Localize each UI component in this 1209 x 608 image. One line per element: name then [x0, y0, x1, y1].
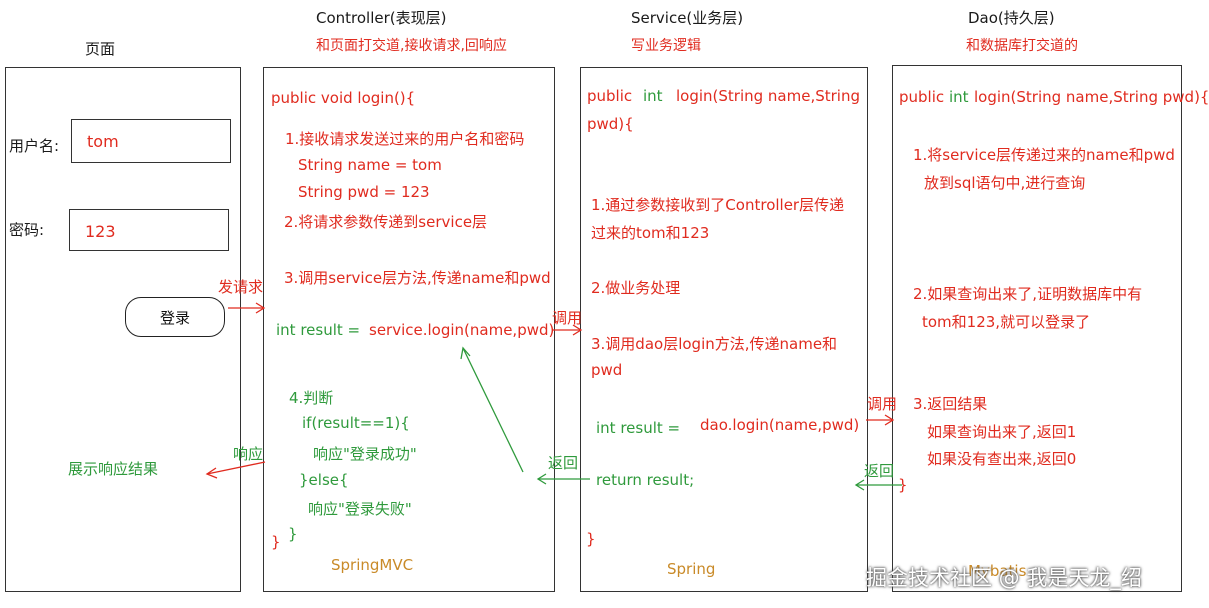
login-button[interactable]: 登录: [125, 297, 225, 337]
dao-return-0: 如果没有查出来,返回0: [927, 450, 1077, 468]
send-request-arrow: [228, 302, 266, 314]
service-framework: Spring: [667, 560, 716, 578]
controller-if-line: if(result==1){: [302, 414, 410, 432]
call-dao-arrow: [866, 414, 895, 426]
page-layer-title: 页面: [85, 40, 116, 58]
service-signature-int: int: [643, 87, 663, 105]
call-service-label: 调用: [552, 309, 583, 327]
dao-layer-title: Dao(持久层): [968, 9, 1055, 27]
dao-step-2b: tom和123,就可以登录了: [922, 313, 1091, 331]
send-request-label: 发请求: [218, 278, 264, 296]
service-return-line: return result;: [596, 471, 695, 489]
dao-return-1: 如果查询出来了,返回1: [927, 423, 1077, 441]
service-signature-end: pwd){: [587, 115, 634, 133]
controller-close: }: [271, 533, 281, 551]
service-layer-subtitle: 写业务逻辑: [631, 38, 701, 54]
password-label: 密码:: [9, 221, 45, 239]
service-step-2: 2.做业务处理: [591, 279, 681, 297]
controller-result-var: int result =: [276, 321, 361, 339]
service-box: [580, 67, 868, 592]
controller-name-line: String name = tom: [298, 156, 442, 174]
dao-step-3: 3.返回结果: [913, 395, 988, 413]
call-dao-label: 调用: [867, 395, 898, 413]
controller-success-line: 响应"登录成功": [313, 445, 417, 463]
service-step-3b: pwd: [591, 361, 623, 379]
controller-framework: SpringMVC: [331, 556, 414, 574]
dao-signature-int: int: [949, 88, 969, 106]
password-value: 123: [85, 222, 116, 241]
return-to-controller-label: 返回: [548, 454, 579, 472]
dao-close: }: [898, 476, 908, 494]
controller-layer-title: Controller(表现层): [316, 9, 447, 27]
password-input[interactable]: 123: [69, 209, 229, 251]
service-result-var: int result =: [596, 419, 681, 437]
controller-signature: public void login(){: [271, 89, 416, 107]
dao-step-1: 1.将service层传递过来的name和pwd: [913, 146, 1175, 164]
controller-fail-line: 响应"登录失败": [308, 500, 412, 518]
service-close: }: [586, 530, 596, 548]
controller-step-1: 1.接收请求发送过来的用户名和密码: [285, 130, 525, 148]
service-layer-title: Service(业务层): [631, 9, 744, 27]
response-result-text: 展示响应结果: [68, 460, 159, 478]
username-input[interactable]: tom: [71, 119, 231, 163]
return-to-service-arrow: [854, 479, 902, 491]
dao-layer-subtitle: 和数据库打交道的: [966, 38, 1078, 54]
service-signature-params: login(String name,String: [676, 87, 860, 105]
dao-box: [892, 65, 1182, 592]
controller-else-line: }else{: [299, 471, 349, 489]
service-dao-call: dao.login(name,pwd): [700, 416, 860, 434]
service-step-1b: 过来的tom和123: [591, 224, 710, 242]
response-label: 响应: [233, 445, 264, 463]
controller-step-2: 2.将请求参数传递到service层: [284, 213, 488, 231]
username-value: tom: [87, 132, 119, 151]
return-to-service-label: 返回: [864, 462, 895, 480]
return-value-arrow: [460, 346, 524, 473]
service-step-3: 3.调用dao层login方法,传递name和: [591, 335, 838, 353]
controller-step-3: 3.调用service层方法,传递name和pwd: [284, 269, 551, 287]
controller-judge-title: 4.判断: [289, 389, 334, 407]
controller-layer-subtitle: 和页面打交道,接收请求,回响应: [316, 38, 507, 54]
username-label: 用户名:: [9, 137, 60, 155]
service-signature-public: public: [587, 87, 633, 105]
controller-inner-close: }: [288, 525, 298, 543]
return-to-controller-arrow: [536, 473, 590, 485]
controller-service-call: service.login(name,pwd): [369, 321, 555, 339]
controller-pwd-line: String pwd = 123: [298, 183, 430, 201]
dao-signature-params: login(String name,String pwd){: [974, 88, 1209, 106]
dao-framework: Mybatis: [968, 562, 1027, 580]
dao-signature-public: public: [899, 88, 945, 106]
response-arrow: [205, 461, 266, 479]
call-service-arrow: [553, 324, 583, 336]
dao-step-1b: 放到sql语句中,进行查询: [924, 174, 1086, 192]
watermark: 掘金技术社区 @ 我是天龙_绍: [866, 566, 1142, 590]
dao-step-2: 2.如果查询出来了,证明数据库中有: [913, 285, 1143, 303]
service-step-1: 1.通过参数接收到了Controller层传递: [591, 196, 845, 214]
controller-box: [263, 67, 555, 592]
